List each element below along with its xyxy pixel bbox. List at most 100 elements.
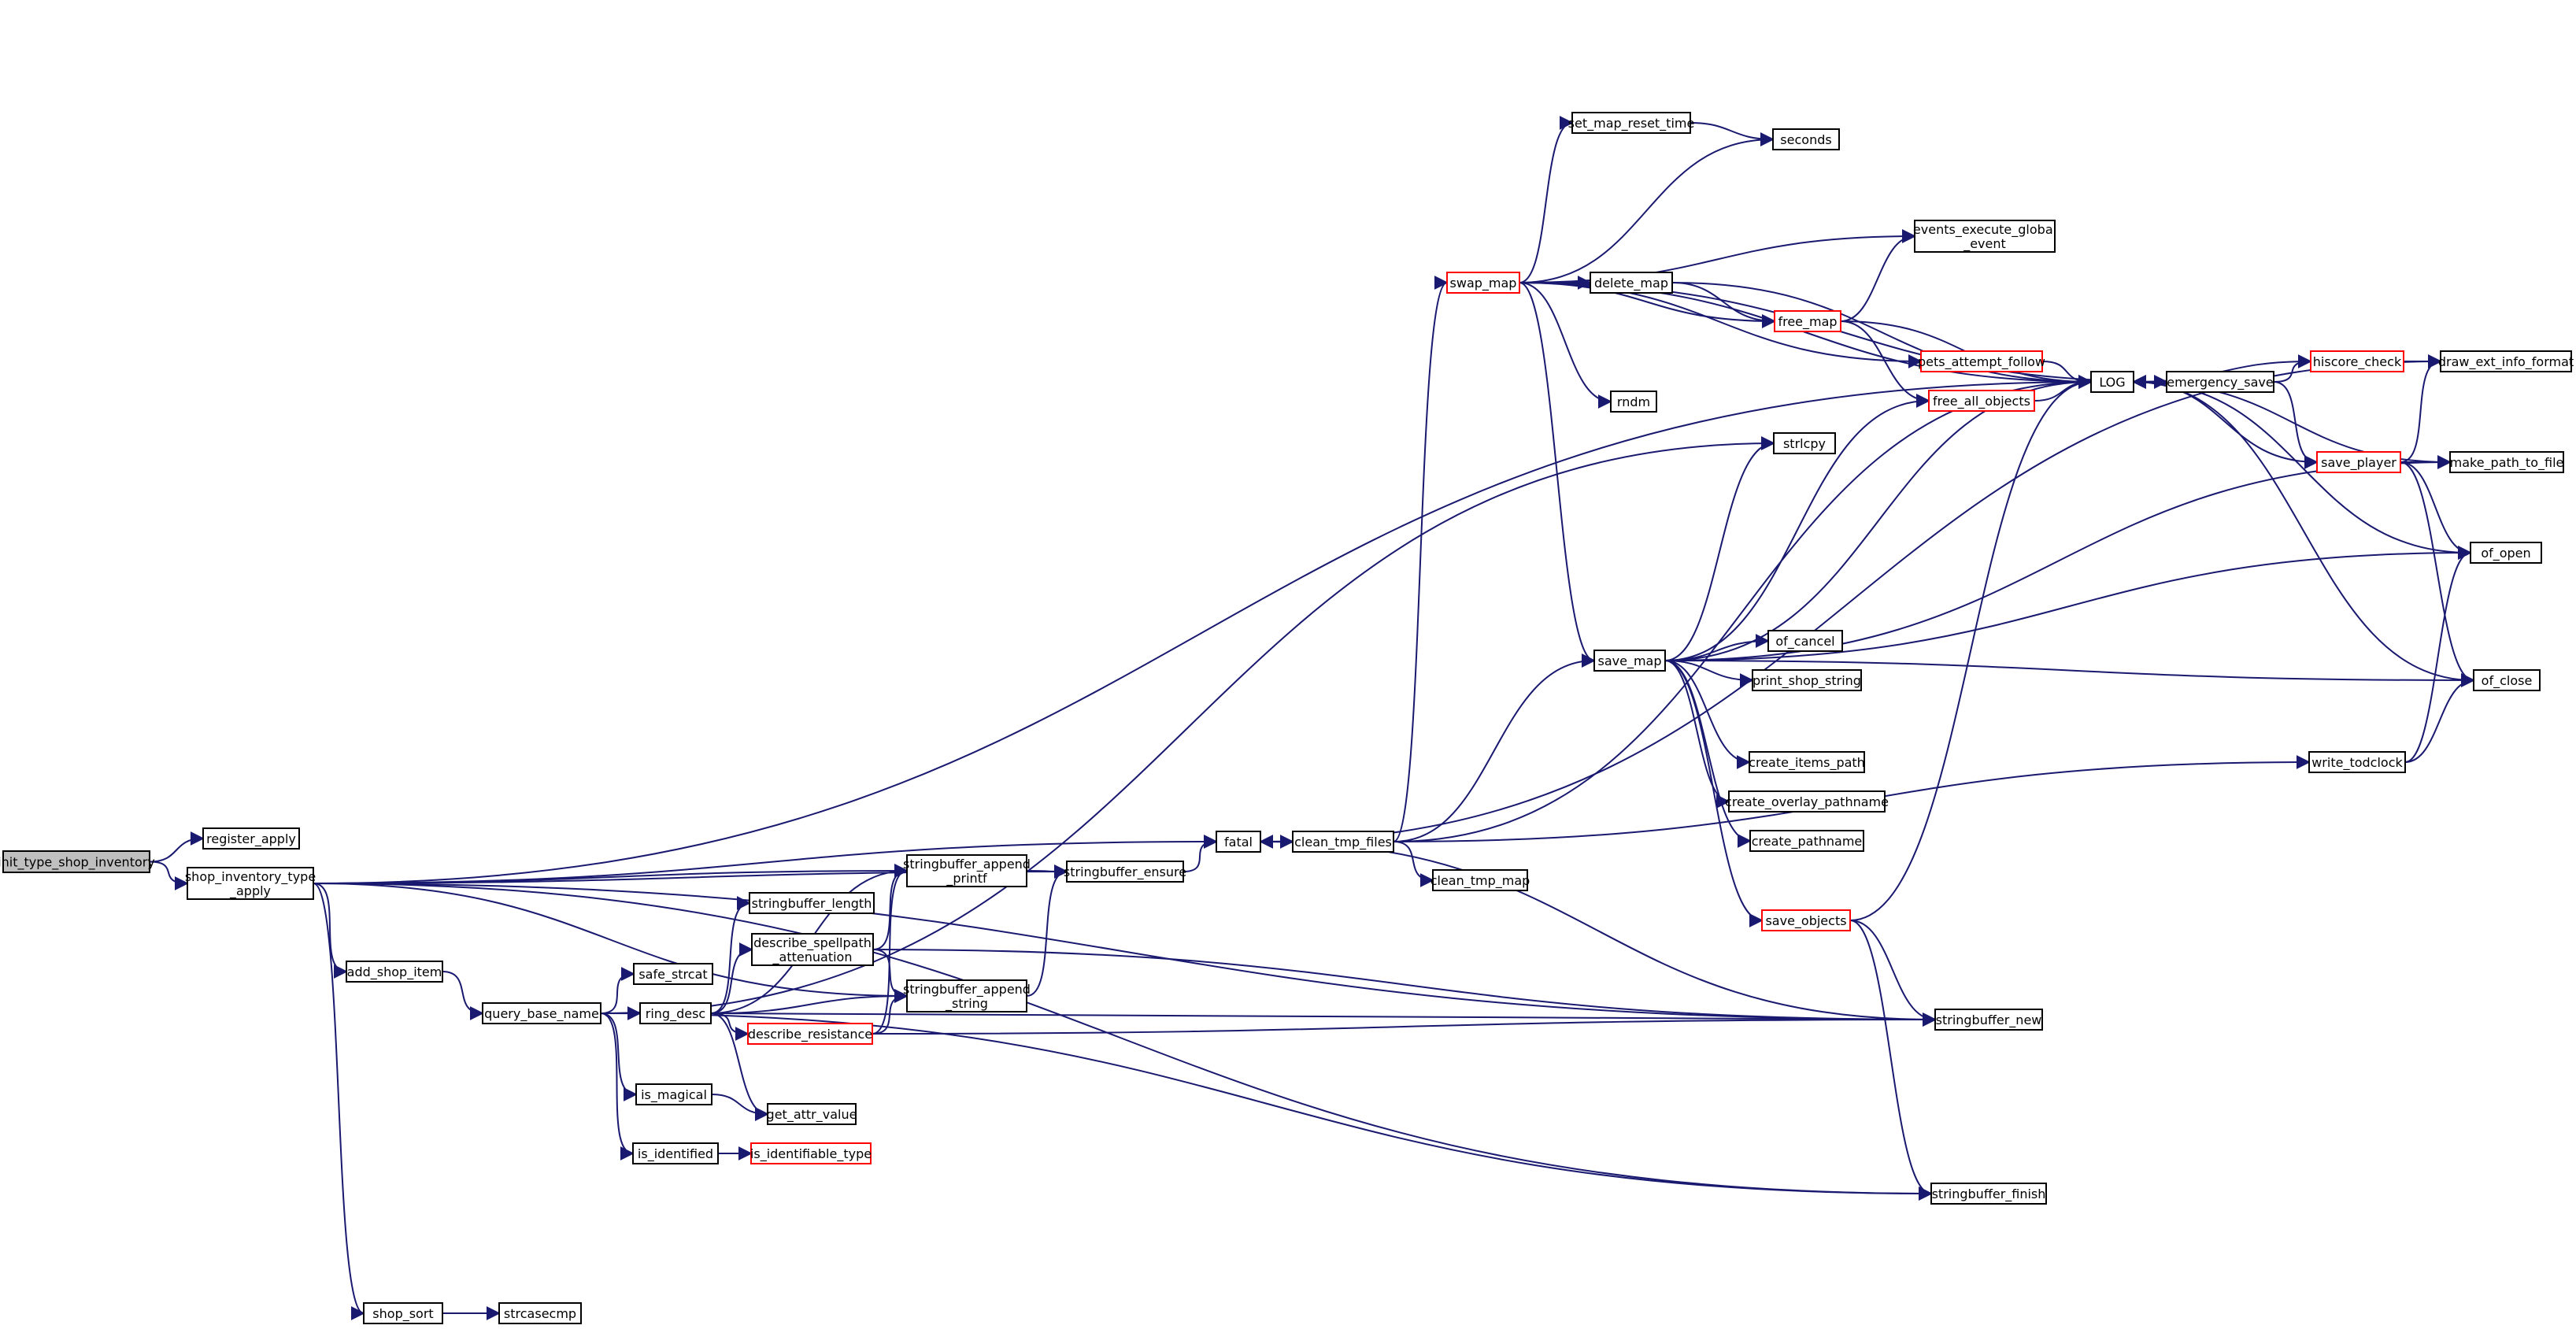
node-print-shop-string[interactable]: print_shop_string [1752,669,1862,691]
node-swap-map[interactable]: swap_map [1446,272,1520,294]
node-write-todclock[interactable]: write_todclock [2308,751,2406,773]
node-label: shop_sort [372,1306,433,1322]
node-box [1749,830,1864,852]
node-strlcpy[interactable]: strlcpy [1773,432,1836,454]
node-box [1752,669,1862,691]
node-label: set_map_reset_time [1568,116,1695,131]
node-box [2316,451,2401,473]
node-init-type-shop-inventory[interactable]: init_type_shop_inventory [0,850,155,873]
node-is-identified[interactable]: is_identified [632,1142,719,1164]
edge-emergency-save-to-save-player [2273,381,2319,469]
node-emergency-save[interactable]: emergency_save [2166,371,2274,393]
node-stringbuffer-length[interactable]: stringbuffer_length [749,892,875,914]
node-is-magical[interactable]: is_magical [635,1083,712,1105]
node-stringbuffer-ensure[interactable]: stringbuffer_ensure [1064,861,1186,883]
node-stringbuffer-append-printf[interactable]: stringbuffer_append_printf [903,854,1031,887]
node-stringbuffer-new[interactable]: stringbuffer_new [1934,1009,2043,1031]
node-ring-desc[interactable]: ring_desc [639,1002,712,1024]
node-clean-tmp-map[interactable]: clean_tmp_map [1430,869,1530,891]
edge-save-player-to-of-open [2400,461,2472,560]
node-events-execute-global-event[interactable]: events_execute_global_event [1913,220,2056,253]
node-pets-attempt-follow[interactable]: pets_attempt_follow [1918,350,2045,372]
node-label: save_map [1598,653,1662,669]
edge-save-objects-to-stringbuffer-new [1849,920,1937,1027]
node-clean-tmp-files[interactable]: clean_tmp_files [1292,831,1394,853]
edge-save-map-to-free-all-objects [1664,394,1930,661]
node-label: stringbuffer_length [752,896,872,912]
edge-delete-map-to-LOG [1671,282,2093,389]
node-label: ring_desc [646,1006,705,1022]
node-box [1928,390,2035,412]
node-box [1930,1183,2047,1205]
node-fatal[interactable]: fatal [1216,831,1261,853]
node-free-map[interactable]: free_map [1774,310,1841,332]
node-label: rndm [1617,394,1650,409]
edge-describe-resistance-to-stringbuffer-new [872,1012,1937,1035]
node-describe-spellpath-attenuation[interactable]: describe_spellpath_attenuation [751,933,874,966]
node-free-all-objects[interactable]: free_all_objects [1928,390,2035,412]
node-LOG[interactable]: LOG [2090,371,2134,393]
node-safe-strcat[interactable]: safe_strcat [633,963,713,985]
edge-describe-resistance-to-stringbuffer-append-printf [872,864,909,1035]
node-box [2440,350,2572,372]
node-add-shop-item[interactable]: add_shop_item [346,961,443,983]
node-save-player[interactable]: save_player [2316,451,2401,473]
node-set-map-reset-time[interactable]: set_map_reset_time [1568,112,1695,134]
node-label: query_base_name [484,1006,599,1022]
node-delete-map[interactable]: delete_map [1590,272,1673,294]
node-seconds[interactable]: seconds [1772,128,1840,150]
node-strcasecmp[interactable]: strcasecmp [498,1302,582,1324]
node-box [1934,1009,2043,1031]
node-label: clean_tmp_files [1294,835,1392,850]
node-stringbuffer-finish[interactable]: stringbuffer_finish [1930,1183,2047,1205]
node-draw-ext-info-format[interactable]: draw_ext_info_format [2438,350,2574,372]
node-label: print_shop_string [1752,673,1861,689]
edge-swap-map-to-seconds [1519,132,1775,283]
node-describe-resistance[interactable]: describe_resistance [747,1023,873,1045]
node-label: describe_spellpath [753,935,872,951]
edge-free-map-to-free-all-objects [1840,320,1930,408]
node-register-apply[interactable]: register_apply [202,827,300,850]
node-stringbuffer-append-string[interactable]: stringbuffer_append_string [903,979,1031,1012]
node-create-items-path[interactable]: create_items_path [1749,751,1865,773]
node-save-map[interactable]: save_map [1593,650,1666,672]
edge-of-close-to-LOG [2132,375,2474,681]
node-create-overlay-pathname[interactable]: create_overlay_pathname [1725,790,1889,813]
edge-save-map-to-of-open [1664,546,2472,661]
node-label: hiscore_check [2313,354,2402,370]
node-box [639,1002,712,1024]
node-shop-sort[interactable]: shop_sort [363,1302,443,1324]
node-label: swap_map [1450,276,1517,291]
node-box [2470,542,2542,564]
edge-save-player-to-of-close [2400,461,2475,687]
node-label: add_shop_item [347,964,442,980]
node-label: write_todclock [2311,755,2403,771]
node-of-close[interactable]: of_close [2473,669,2541,691]
edge-write-todclock-to-of-open [2404,546,2472,763]
node-of-cancel[interactable]: of_cancel [1767,630,1843,652]
node-label: pets_attempt_follow [1918,354,2045,370]
node-make-path-to-file[interactable]: make_path_to_file [2449,451,2564,473]
node-get-attr-value[interactable]: get_attr_value [767,1103,857,1125]
node-rndm[interactable]: rndm [1610,391,1657,413]
node-label: strlcpy [1783,436,1826,451]
edge-describe-spellpath-attenuation-to-stringbuffer-new [872,949,1937,1027]
node-box [1761,909,1851,931]
edge-swap-map-to-rndm [1519,282,1612,409]
node-label: create_pathname [1752,834,1863,850]
edge-save-map-to-create-pathname [1664,660,1752,848]
node-of-open[interactable]: of_open [2470,542,2542,564]
edge-describe-resistance-to-stringbuffer-append-string [872,989,909,1035]
node-label: stringbuffer_append [903,857,1031,872]
node-save-objects[interactable]: save_objects [1761,909,1851,931]
node-query-base-name[interactable]: query_base_name [482,1002,601,1024]
node-shop-inventory-type-apply[interactable]: shop_inventory_type_apply [185,867,316,900]
node-create-pathname[interactable]: create_pathname [1749,830,1864,852]
node-label: stringbuffer_append [903,982,1031,998]
edge-save-player-to-draw-ext-info-format [2400,354,2442,463]
edge-ring-desc-to-describe-spellpath-attenuation [710,942,753,1014]
node-hiscore-check[interactable]: hiscore_check [2310,350,2404,372]
edge-save-map-to-of-cancel [1664,634,1770,661]
node-label: delete_map [1594,276,1668,291]
node-is-identifiable-type[interactable]: is_identifiable_type [750,1142,872,1164]
